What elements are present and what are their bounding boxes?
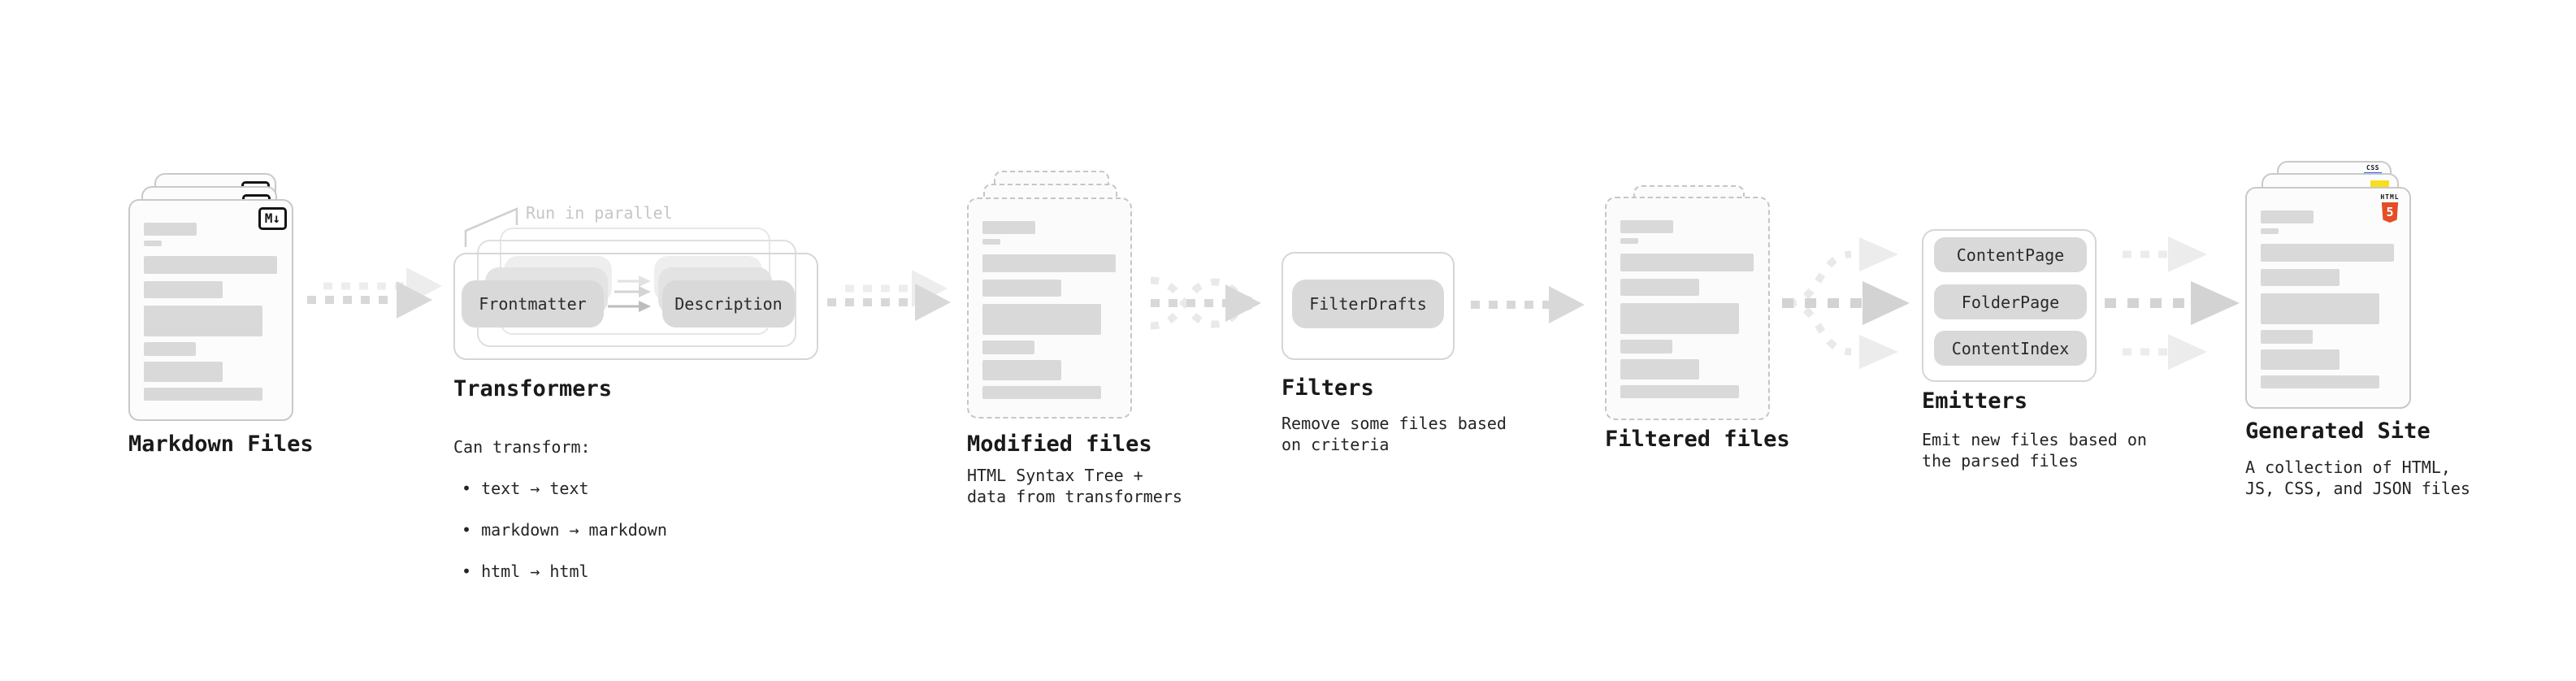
- stage-title-emitters: Emitters: [1922, 388, 2028, 414]
- emitters-description: Emit new files based on the parsed files: [1922, 430, 2147, 471]
- placeholder-line: [1620, 254, 1754, 271]
- document-card-front: M↓: [128, 199, 293, 421]
- placeholder-line: [982, 239, 1000, 245]
- emitters-box: [1922, 229, 2097, 382]
- stage-title-markdown-files: Markdown Files: [128, 432, 314, 457]
- stage-title-generated-site: Generated Site: [2245, 419, 2431, 444]
- transform-bullet: • html → html: [462, 562, 589, 581]
- filter-pill-filterdrafts: FilterDrafts: [1292, 280, 1444, 328]
- doc-content-placeholder: [982, 221, 1116, 399]
- placeholder-line: [1620, 238, 1638, 244]
- placeholder-line: [2261, 375, 2379, 388]
- placeholder-line: [982, 386, 1101, 399]
- stage-title-modified-files: Modified files: [967, 432, 1152, 457]
- placeholder-line: [144, 256, 277, 274]
- placeholder-line: [144, 362, 223, 382]
- placeholder-line: [144, 241, 162, 246]
- placeholder-line: [2261, 330, 2313, 344]
- placeholder-line: [982, 304, 1101, 335]
- placeholder-line: [2261, 210, 2314, 223]
- transformer-pill-description: Description: [662, 280, 795, 327]
- placeholder-line: [982, 254, 1116, 272]
- emitter-pill-folderpage: FolderPage: [1934, 284, 2087, 319]
- doc-content-placeholder: [1620, 220, 1754, 398]
- markdown-icon: M↓: [258, 207, 287, 230]
- placeholder-line: [2261, 349, 2340, 370]
- placeholder-line: [144, 281, 223, 298]
- placeholder-line: [982, 340, 1034, 354]
- placeholder-line: [982, 221, 1035, 234]
- transform-bullet: • markdown → markdown: [462, 520, 667, 540]
- filters-description: Remove some files based on criteria: [1281, 414, 1507, 454]
- document-card-front: [967, 197, 1132, 419]
- placeholder-line: [144, 342, 196, 356]
- placeholder-line: [1620, 385, 1739, 398]
- arrow-transformers-to-modified: [845, 270, 948, 307]
- placeholder-line: [144, 388, 262, 401]
- css-icon: CSS: [2366, 164, 2379, 171]
- placeholder-line: [144, 306, 262, 336]
- doc-content-placeholder: [144, 223, 277, 401]
- transformer-pill-frontmatter: Frontmatter: [462, 280, 604, 327]
- placeholder-line: [1620, 220, 1673, 233]
- placeholder-line: [1620, 303, 1739, 334]
- placeholder-line: [2261, 228, 2279, 234]
- stage-title-transformers: Transformers: [453, 376, 613, 401]
- generated-site-description: A collection of HTML, JS, CSS, and JSON …: [2245, 458, 2470, 498]
- placeholder-line: [2261, 293, 2379, 324]
- placeholder-line: [1620, 340, 1672, 354]
- placeholder-line: [2261, 244, 2394, 262]
- placeholder-line: [982, 360, 1061, 380]
- placeholder-line: [144, 223, 197, 236]
- modified-files-description: HTML Syntax Tree + data from transformer…: [967, 466, 1182, 506]
- arrow-markdown-to-transformers: [323, 267, 442, 305]
- placeholder-line: [982, 280, 1061, 297]
- placeholder-line: [2261, 269, 2340, 286]
- doc-content-placeholder: [2261, 210, 2394, 388]
- stage-title-filtered-files: Filtered files: [1605, 427, 1790, 452]
- arrow-filtered-to-emitters: [1782, 237, 1910, 369]
- desc-heading: Can transform:: [453, 437, 591, 457]
- emitter-pill-contentindex: ContentIndex: [1934, 331, 2087, 366]
- filters-box: [1281, 252, 1455, 360]
- arrow-filters-to-filtered: [1471, 286, 1585, 323]
- transform-bullet: • text → text: [462, 479, 589, 498]
- html5-icon: HTML 5: [2379, 193, 2400, 223]
- placeholder-line: [1620, 359, 1699, 380]
- arrow-modified-to-filters: [1150, 276, 1261, 330]
- html5-shield: 5: [2381, 202, 2399, 223]
- emitter-pill-contentpage: ContentPage: [1934, 237, 2087, 272]
- run-in-parallel-note: Run in parallel: [526, 203, 673, 223]
- placeholder-line: [1620, 279, 1699, 296]
- transformers-description: Can transform: • text → text • markdown …: [453, 416, 667, 603]
- stage-title-filters: Filters: [1281, 375, 1374, 401]
- transformer-box-front: [453, 253, 818, 360]
- document-card-front: HTML 5: [2245, 187, 2411, 409]
- arrow-emitters-to-generated: [2105, 236, 2240, 370]
- document-card-front: [1605, 197, 1770, 420]
